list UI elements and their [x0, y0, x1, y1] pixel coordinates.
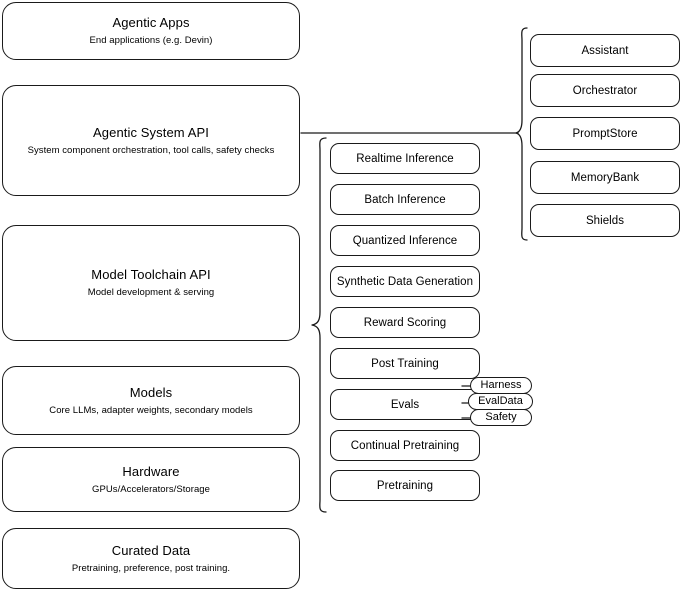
layer-title: Agentic System API: [93, 124, 209, 140]
component-assistant[interactable]: Assistant: [530, 34, 680, 67]
component-shields[interactable]: Shields: [530, 204, 680, 237]
layer-subtitle: End applications (e.g. Devin): [89, 35, 213, 46]
layer-title: Curated Data: [111, 542, 191, 558]
layer-subtitle: System component orchestration, tool cal…: [27, 144, 275, 156]
layer-subtitle: GPUs/Accelerators/Storage: [92, 483, 210, 495]
capability-reward-scoring[interactable]: Reward Scoring: [330, 307, 480, 338]
eval-pill-harness[interactable]: Harness: [470, 377, 532, 394]
capability-continual-pretraining[interactable]: Continual Pretraining: [330, 430, 480, 461]
layer-subtitle: Model development & serving: [87, 287, 215, 298]
capability-pretraining[interactable]: Pretraining: [330, 470, 480, 501]
layer-title: Agentic Apps: [112, 15, 190, 30]
capability-quantized-inference[interactable]: Quantized Inference: [330, 225, 480, 256]
layer-model-toolchain-api[interactable]: Model Toolchain API Model development & …: [2, 225, 300, 341]
layer-curated-data[interactable]: Curated Data Pretraining, preference, po…: [2, 528, 300, 589]
component-promptstore[interactable]: PromptStore: [530, 117, 680, 150]
eval-pill-evaldata[interactable]: EvalData: [468, 393, 533, 410]
layer-subtitle: Pretraining, preference, post training.: [71, 562, 231, 574]
capability-realtime-inference[interactable]: Realtime Inference: [330, 143, 480, 174]
layer-models[interactable]: Models Core LLMs, adapter weights, secon…: [2, 366, 300, 435]
capability-synthetic-data-generation[interactable]: Synthetic Data Generation: [330, 266, 480, 297]
components-left-brace: [515, 27, 528, 241]
layer-subtitle: Core LLMs, adapter weights, secondary mo…: [49, 404, 253, 416]
layer-agentic-apps[interactable]: Agentic Apps End applications (e.g. Devi…: [2, 2, 300, 60]
layer-agentic-system-api[interactable]: Agentic System API System component orch…: [2, 85, 300, 196]
capability-evals[interactable]: Evals: [330, 389, 480, 420]
layer-title: Model Toolchain API: [91, 267, 211, 282]
toolchain-left-brace: [311, 137, 327, 513]
capability-batch-inference[interactable]: Batch Inference: [330, 184, 480, 215]
layer-title: Hardware: [122, 463, 180, 479]
layer-hardware[interactable]: Hardware GPUs/Accelerators/Storage: [2, 447, 300, 512]
component-orchestrator[interactable]: Orchestrator: [530, 74, 680, 107]
capability-post-training[interactable]: Post Training: [330, 348, 480, 379]
component-memorybank[interactable]: MemoryBank: [530, 161, 680, 194]
eval-pill-safety[interactable]: Safety: [470, 409, 532, 426]
layer-title: Models: [129, 384, 173, 400]
